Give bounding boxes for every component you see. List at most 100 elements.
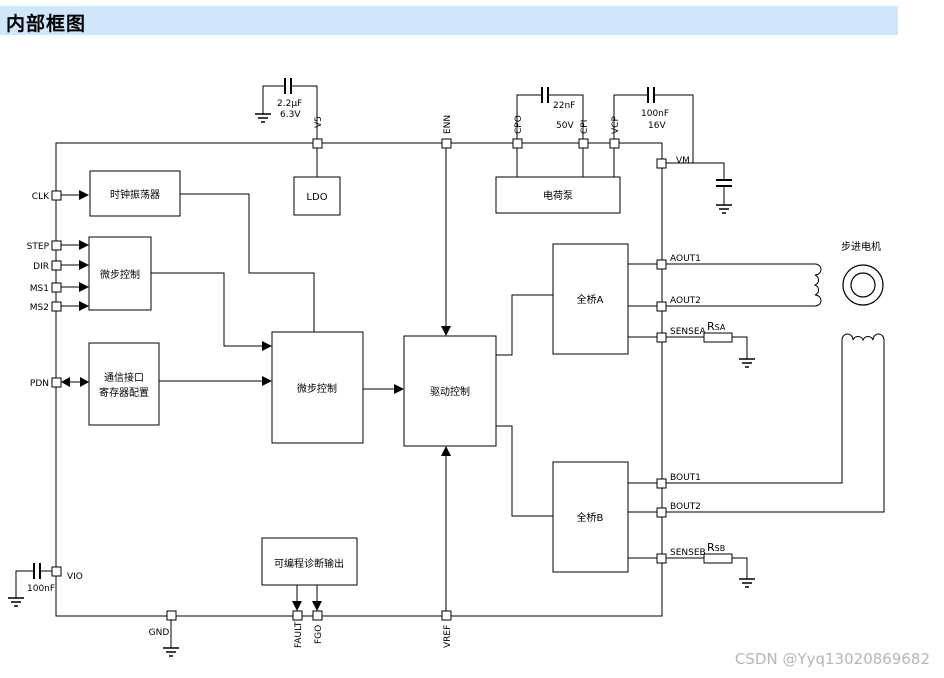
ground-icon — [739, 358, 755, 368]
arrow-down-icon — [312, 601, 322, 611]
pin-label-cpo: CPO — [514, 115, 524, 134]
arrow-down-icon — [292, 601, 302, 611]
pin-pdn — [51, 377, 62, 388]
pin-label-vref: VREF — [443, 625, 453, 648]
arrow-icon — [79, 301, 89, 311]
section-header: 内部框图 — [0, 6, 898, 35]
pin-label-sensea: SENSEA — [670, 327, 707, 337]
pin-vref — [441, 610, 452, 621]
ground-icon — [255, 113, 271, 123]
arrow-right-icon — [80, 377, 89, 387]
bridge-a-label: 全桥A — [577, 293, 604, 306]
motor-icon — [842, 264, 884, 306]
pin-label-step: STEP — [27, 242, 50, 252]
ground-icon — [163, 647, 179, 657]
pin-label-aout2: AOUT2 — [670, 296, 701, 306]
pin-bout1 — [656, 478, 667, 489]
pin-gnd — [166, 610, 177, 621]
arrow-icon — [79, 282, 89, 292]
pin-ms1 — [51, 282, 62, 293]
watermark: CSDN @Yyq13020869682 — [734, 650, 930, 668]
coil-a-icon — [666, 263, 822, 307]
pin-cpo — [512, 138, 523, 149]
pin-vio — [51, 566, 62, 577]
cap-vcp-rating: 16V — [648, 121, 666, 131]
comm-interface-label: 通信接口 — [104, 371, 144, 384]
pin-ms2 — [51, 301, 62, 312]
pin-sensea — [656, 332, 667, 343]
pin-cpi — [578, 138, 589, 149]
ground-icon — [8, 597, 24, 607]
pin-label-pdn: PDN — [30, 379, 49, 389]
pin-fgo — [312, 610, 323, 621]
arrow-icon — [79, 190, 89, 200]
microstep-io-label: 微步控制 — [100, 268, 140, 281]
pin-label-clk: CLK — [32, 192, 50, 202]
pin-label-vio: VIO — [67, 572, 83, 582]
pin-aout1 — [656, 259, 667, 270]
pin-label-v5: V5 — [314, 116, 324, 128]
pin-step — [51, 240, 62, 251]
pin-fault — [292, 610, 303, 621]
cap-cp-rating: 50V — [556, 121, 574, 131]
pin-label-vm: VM — [676, 156, 690, 166]
cap-vio-value: 100nF — [27, 584, 55, 594]
diag-output-block — [261, 537, 358, 586]
pin-bout2 — [656, 507, 667, 518]
comm-interface-block — [88, 342, 160, 426]
pin-senseb — [656, 553, 667, 564]
rsb-label: RSB — [707, 541, 725, 554]
resistor-rsa — [666, 332, 748, 359]
rsa-label: RSA — [707, 320, 726, 333]
cap-cp-value: 22nF — [553, 101, 575, 111]
arrow-icon — [79, 240, 89, 250]
driver-control-label: 驱动控制 — [430, 385, 470, 398]
capacitor-v5 — [262, 78, 318, 139]
arrow-up-icon — [441, 446, 451, 456]
capacitor-charge-pump — [516, 87, 584, 139]
pin-label-ms2: MS2 — [30, 303, 49, 313]
pin-label-vcp: VCP — [611, 116, 621, 134]
pin-enn — [441, 138, 452, 149]
bridge-b-label: 全桥B — [577, 511, 604, 524]
cap-v5-value: 2.2µF — [277, 99, 302, 109]
pin-aout2 — [656, 301, 667, 312]
capacitor-vcp — [613, 87, 694, 163]
arrow-down-icon — [441, 326, 451, 336]
bridge-b-block — [552, 461, 629, 573]
oscillator-label: 时钟振荡器 — [110, 188, 160, 201]
section-title: 内部框图 — [6, 13, 87, 35]
charge-pump-block — [495, 176, 621, 214]
arrow-icon — [394, 384, 404, 394]
cap-vcp-value: 100nF — [641, 109, 669, 119]
arrow-icon — [79, 260, 89, 270]
diag-output-label: 可编程诊断输出 — [274, 557, 344, 570]
capacitor-vm — [666, 162, 732, 205]
driver-control-block — [403, 335, 497, 447]
microstep-control-label: 微步控制 — [297, 382, 337, 395]
ground-icon — [716, 204, 732, 214]
ldo-label: LDO — [306, 192, 327, 203]
pin-label-senseb: SENSEB — [670, 548, 706, 558]
arrow-left-icon — [61, 377, 70, 387]
pin-label-fault: FAULT — [294, 621, 304, 648]
ground-icon — [739, 578, 755, 588]
register-config-label: 寄存器配置 — [99, 386, 149, 399]
arrow-icon — [262, 341, 272, 351]
charge-pump-label: 电荷泵 — [543, 189, 573, 202]
pin-vcp — [609, 138, 620, 149]
microstep-control-block — [271, 331, 364, 444]
arrow-icon — [262, 376, 272, 386]
coil-b-icon — [666, 333, 885, 513]
pin-dir — [51, 260, 62, 271]
pin-label-bout1: BOUT1 — [670, 473, 701, 483]
pin-vm — [656, 158, 667, 169]
oscillator-block — [89, 170, 181, 217]
pin-label-cpi: CPI — [580, 120, 590, 134]
pin-label-gnd: GND — [149, 628, 170, 638]
pin-label-bout2: BOUT2 — [670, 502, 701, 512]
pin-label-fgo: FGO — [314, 625, 324, 644]
resistor-rsb — [666, 553, 748, 579]
motor-label: 步进电机 — [841, 240, 881, 253]
pin-label-enn: ENN — [443, 115, 453, 134]
